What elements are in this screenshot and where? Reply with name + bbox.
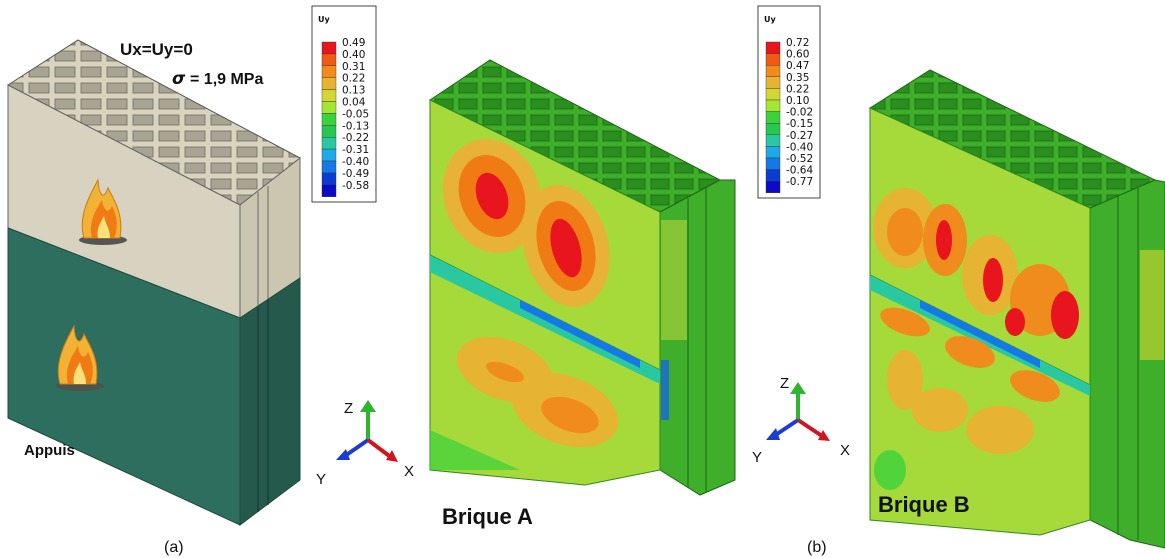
boundary-condition-label: Ux=Uy=0 xyxy=(120,40,193,59)
axis-a-x-label: X xyxy=(404,463,414,480)
legend_a-swatch-0 xyxy=(321,41,337,55)
axis-b-z-label: Z xyxy=(780,375,789,392)
brick-b-lower-front xyxy=(869,274,1091,536)
caption-a: (a) xyxy=(164,539,184,556)
legend_b-swatch-6 xyxy=(765,111,781,124)
legend_b-value-4: 0.22 xyxy=(786,83,809,95)
legend_b-value-2: 0.47 xyxy=(786,60,809,72)
brick-a-title: Brique A xyxy=(442,504,533,529)
legend_a-value-2: 0.31 xyxy=(342,61,365,73)
stress-symbol: σ xyxy=(172,69,186,89)
legend_b-value-8: -0.27 xyxy=(786,130,813,142)
legend_a-value-5: 0.04 xyxy=(342,97,366,109)
lower-brick-side xyxy=(239,277,301,526)
legend_a-swatch-12 xyxy=(321,184,337,197)
brick-b-contour-plot xyxy=(868,69,1165,549)
legend_a-value-4: 0.13 xyxy=(342,85,365,97)
legend_a-value-9: -0.31 xyxy=(342,144,369,156)
legend_a-value-8: -0.22 xyxy=(342,132,369,144)
legend_a-swatch-10 xyxy=(321,160,337,174)
caption-b: (b) xyxy=(807,539,827,556)
legend_a-swatch-1 xyxy=(321,53,337,67)
legend_b-swatch-3 xyxy=(765,76,781,89)
legend_b-swatch-12 xyxy=(765,180,781,193)
legend_b-swatch-0 xyxy=(765,41,781,54)
legend-a-title: Uy xyxy=(318,15,330,24)
axis-a-z-label: Z xyxy=(344,400,353,417)
legend_b-value-3: 0.35 xyxy=(786,72,809,84)
legend_a-value-3: 0.22 xyxy=(342,73,365,85)
legend_b-value-11: -0.64 xyxy=(786,165,813,177)
legend_b-swatch-1 xyxy=(765,53,781,66)
legend_a-value-0: 0.49 xyxy=(342,37,365,49)
legend_a-swatch-4 xyxy=(321,89,337,102)
legend_b-swatch-2 xyxy=(765,64,781,77)
legend_b-value-1: 0.60 xyxy=(786,49,809,61)
axis-a-y-label: Y xyxy=(316,471,326,488)
legend_b-swatch-7 xyxy=(765,122,781,135)
color-legend-a: Uy 0.490.400.310.220.130.04-0.05-0.13-0.… xyxy=(311,5,377,203)
stress-value-label: = 1,9 MPa xyxy=(190,71,263,88)
legend_b-value-10: -0.52 xyxy=(786,153,813,165)
legend_b-value-6: -0.02 xyxy=(786,107,813,119)
legend_a-swatch-6 xyxy=(321,113,337,126)
legend_a-value-10: -0.40 xyxy=(342,156,369,168)
brick-a-contour-plot xyxy=(428,59,736,496)
legend_a-value-6: -0.05 xyxy=(342,108,369,120)
legend_b-value-0: 0.72 xyxy=(786,37,809,49)
legend_a-swatch-8 xyxy=(321,136,337,150)
legend_a-value-7: -0.13 xyxy=(342,120,369,132)
axis-b-y-label: Y xyxy=(752,449,762,466)
legend_b-value-9: -0.40 xyxy=(786,141,813,153)
axis-b-x-label: X xyxy=(840,442,850,459)
fire-icon-lower xyxy=(56,324,104,391)
fire-icon-upper xyxy=(79,178,127,245)
axis-triad-a: Z Y X xyxy=(316,400,414,488)
legend_b-swatch-9 xyxy=(765,146,781,159)
legend_b-swatch-4 xyxy=(765,88,781,101)
legend_a-swatch-9 xyxy=(321,148,337,162)
legend_a-swatch-3 xyxy=(321,77,337,90)
legend_a-swatch-11 xyxy=(321,172,337,185)
axis-triad-b: Z Y X xyxy=(752,375,850,466)
legend_a-value-1: 0.40 xyxy=(342,49,365,61)
legend_b-value-12: -0.77 xyxy=(786,176,813,188)
legend_a-swatch-7 xyxy=(321,125,337,138)
legend_b-swatch-10 xyxy=(765,157,781,170)
legend_b-swatch-11 xyxy=(765,169,781,182)
legend_a-value-11: -0.49 xyxy=(342,168,369,180)
legend_b-value-7: -0.15 xyxy=(786,118,813,130)
legend_a-swatch-2 xyxy=(321,65,337,78)
color-legend-b: Uy 0.720.600.470.350.220.10-0.02-0.15-0.… xyxy=(757,5,821,199)
legend_a-value-12: -0.58 xyxy=(342,180,369,192)
brick-b-title: Brique B xyxy=(878,492,970,517)
wall-schematic xyxy=(7,39,301,526)
legend_b-swatch-8 xyxy=(765,134,781,147)
brick-b-side-face xyxy=(1089,179,1165,549)
support-label: Appuis xyxy=(24,442,75,459)
legend_a-swatch-5 xyxy=(321,101,337,114)
legend_b-value-5: 0.10 xyxy=(786,95,809,107)
legend_b-swatch-5 xyxy=(765,99,781,112)
legend-b-title: Uy xyxy=(764,15,776,24)
